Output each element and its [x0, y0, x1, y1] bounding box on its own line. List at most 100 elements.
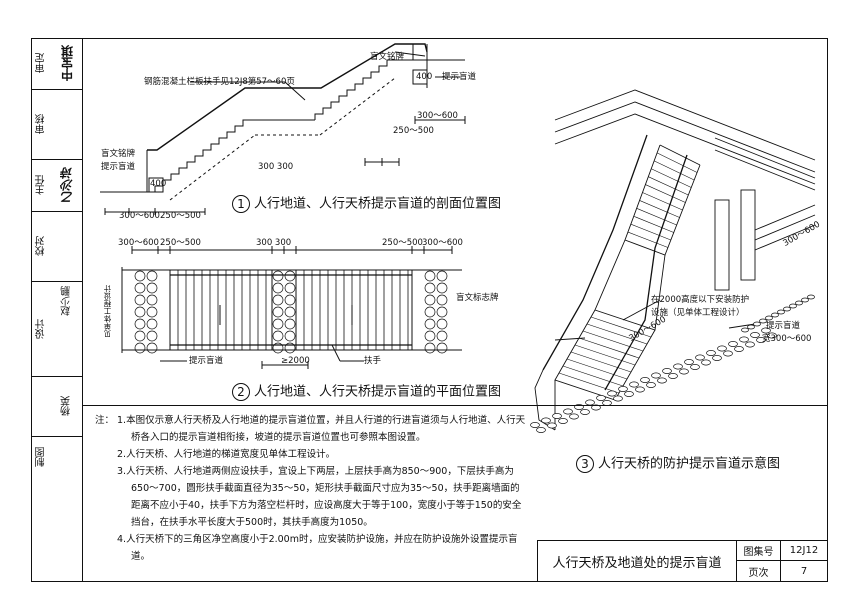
tactile-dot	[146, 294, 158, 306]
tactile-dot	[272, 294, 284, 306]
tactile-dot	[712, 355, 722, 361]
fig3-caption-text: 人行天桥的防护提示盲道示意图	[598, 456, 781, 472]
tactile-dot	[695, 354, 705, 361]
fig3-guard-note-1: 在2000高度以下安装防护	[651, 295, 750, 305]
fig2-hint-path-label: 提示盲道	[189, 356, 224, 366]
fig3-braille-sign-label: 盲文标志牌	[456, 293, 499, 303]
fig1-dim-250-500-top: 250～500	[393, 126, 434, 136]
tactile-dot	[284, 318, 296, 330]
stair-tread	[656, 152, 698, 173]
tactile-dot	[750, 332, 760, 338]
stair-tread	[648, 176, 689, 196]
side-name: 杨英	[61, 396, 73, 417]
side-row-approve: 审定 中宝琪	[31, 38, 83, 90]
tactile-dot	[552, 413, 562, 419]
tactile-dot	[146, 270, 158, 282]
stair-tread	[562, 365, 624, 387]
stair-tread	[566, 358, 628, 380]
tactile-dot	[646, 382, 656, 388]
tactile-dot	[734, 346, 744, 352]
atlas-number-value: 12J12	[781, 541, 827, 561]
tactile-dot	[635, 386, 645, 393]
fig1-dim-250-500-left: 250～500	[160, 211, 201, 221]
tactile-dot	[272, 282, 284, 294]
stair-tread	[578, 337, 640, 359]
stair-tread	[586, 323, 648, 345]
drawing-title: 人行天桥及地道处的提示盲道	[538, 541, 737, 582]
notes-block: 注： 1.本图仅示意人行天桥及人行地道的提示盲道位置，并且人行道的行进盲道须与人…	[95, 412, 527, 565]
notes-separator	[83, 405, 828, 406]
side-row-designer: 杨英	[31, 377, 83, 437]
tactile-dot	[272, 330, 284, 342]
fig3-hint-path-label-1: 提示盲道	[766, 321, 801, 331]
side-name	[51, 212, 83, 281]
side-role: 审核	[31, 90, 51, 159]
tactile-dot	[624, 391, 634, 397]
page-number-label: 页次	[737, 561, 781, 582]
tactile-dot	[668, 373, 678, 379]
tactile-dot	[272, 270, 284, 282]
fig2-handrail-label: 扶手	[364, 356, 382, 366]
stair-tread	[642, 192, 683, 211]
tactile-dot	[530, 422, 540, 428]
tactile-dot	[284, 342, 296, 354]
note-4-text: 4.人行天桥下的三角区净空高度小于2.00m时，应安装防护设施，并应在防护设施外…	[117, 534, 518, 562]
side-signature: 中宝琪	[60, 45, 75, 82]
side-role: 制图	[31, 437, 51, 477]
tactile-dot	[436, 318, 448, 330]
side-name	[51, 90, 83, 159]
tactile-dot	[767, 332, 777, 339]
tactile-dot	[436, 342, 448, 354]
fig2-number: 2	[232, 383, 250, 401]
tactile-dot	[765, 315, 773, 321]
side-name: 赵少鹏	[61, 286, 73, 316]
stair-tread	[574, 344, 636, 366]
fig3-axonometric-drawing	[530, 89, 816, 433]
side-signature: 乙沙诗	[60, 167, 75, 204]
tactile-dot	[717, 345, 727, 352]
tactile-dot	[756, 337, 766, 343]
tactile-dot	[684, 359, 694, 365]
side-row-design: 设计 赵少鹏	[31, 282, 83, 377]
fig2-caption-text: 人行地道、人行天桥提示盲道的平面位置图	[254, 384, 502, 400]
tactile-dot	[771, 312, 779, 318]
tactile-dot	[134, 294, 146, 306]
note-3-text: 3.人行天桥、人行地道两侧应设扶手，宜设上下两层，上层扶手高为850～900，下…	[117, 466, 522, 528]
tactile-dot	[272, 342, 284, 354]
tactile-dot	[789, 303, 797, 309]
tactile-dot	[807, 294, 815, 300]
tactile-dot	[640, 377, 650, 383]
tactile-dot	[146, 342, 158, 354]
tactile-dot	[662, 368, 672, 374]
fig1-dim-400-top: 400	[416, 72, 433, 82]
tactile-dot	[134, 282, 146, 294]
tactile-dot	[745, 341, 755, 348]
tactile-dot	[580, 409, 590, 415]
fig2-dim-mid: 300 300	[256, 238, 292, 248]
side-role	[31, 377, 51, 436]
fig1-dim-300-600-top: 300～600	[417, 111, 458, 121]
tactile-dot	[706, 350, 716, 356]
tactile-dot	[747, 324, 755, 330]
tactile-dot	[618, 386, 628, 392]
fig2-width-note: 见单体工程设计	[103, 285, 112, 338]
note-1-text: 1.本图仅示意人行天桥及人行地道的提示盲道位置，并且人行道的行进盲道须与人行地道…	[117, 415, 526, 443]
tactile-dot	[284, 306, 296, 318]
tactile-dot	[761, 327, 771, 334]
tactile-dot	[134, 342, 146, 354]
notes-header: 注：	[95, 415, 115, 426]
fig1-railing-ref-label: 钢筋混凝土栏板扶手见12J8第57～60页	[144, 77, 295, 87]
side-role: 审定	[31, 38, 51, 89]
note-1: 注： 1.本图仅示意人行天桥及人行地道的提示盲道位置，并且人行道的行进盲道须与人…	[95, 412, 527, 446]
side-role: 主任	[31, 160, 51, 211]
tactile-dot	[801, 297, 809, 303]
stair-tread	[558, 372, 620, 394]
tactile-dot	[596, 395, 606, 401]
tactile-dot	[284, 282, 296, 294]
tactile-dot	[613, 395, 623, 402]
tactile-dot	[134, 270, 146, 282]
stair-tread	[570, 351, 632, 373]
